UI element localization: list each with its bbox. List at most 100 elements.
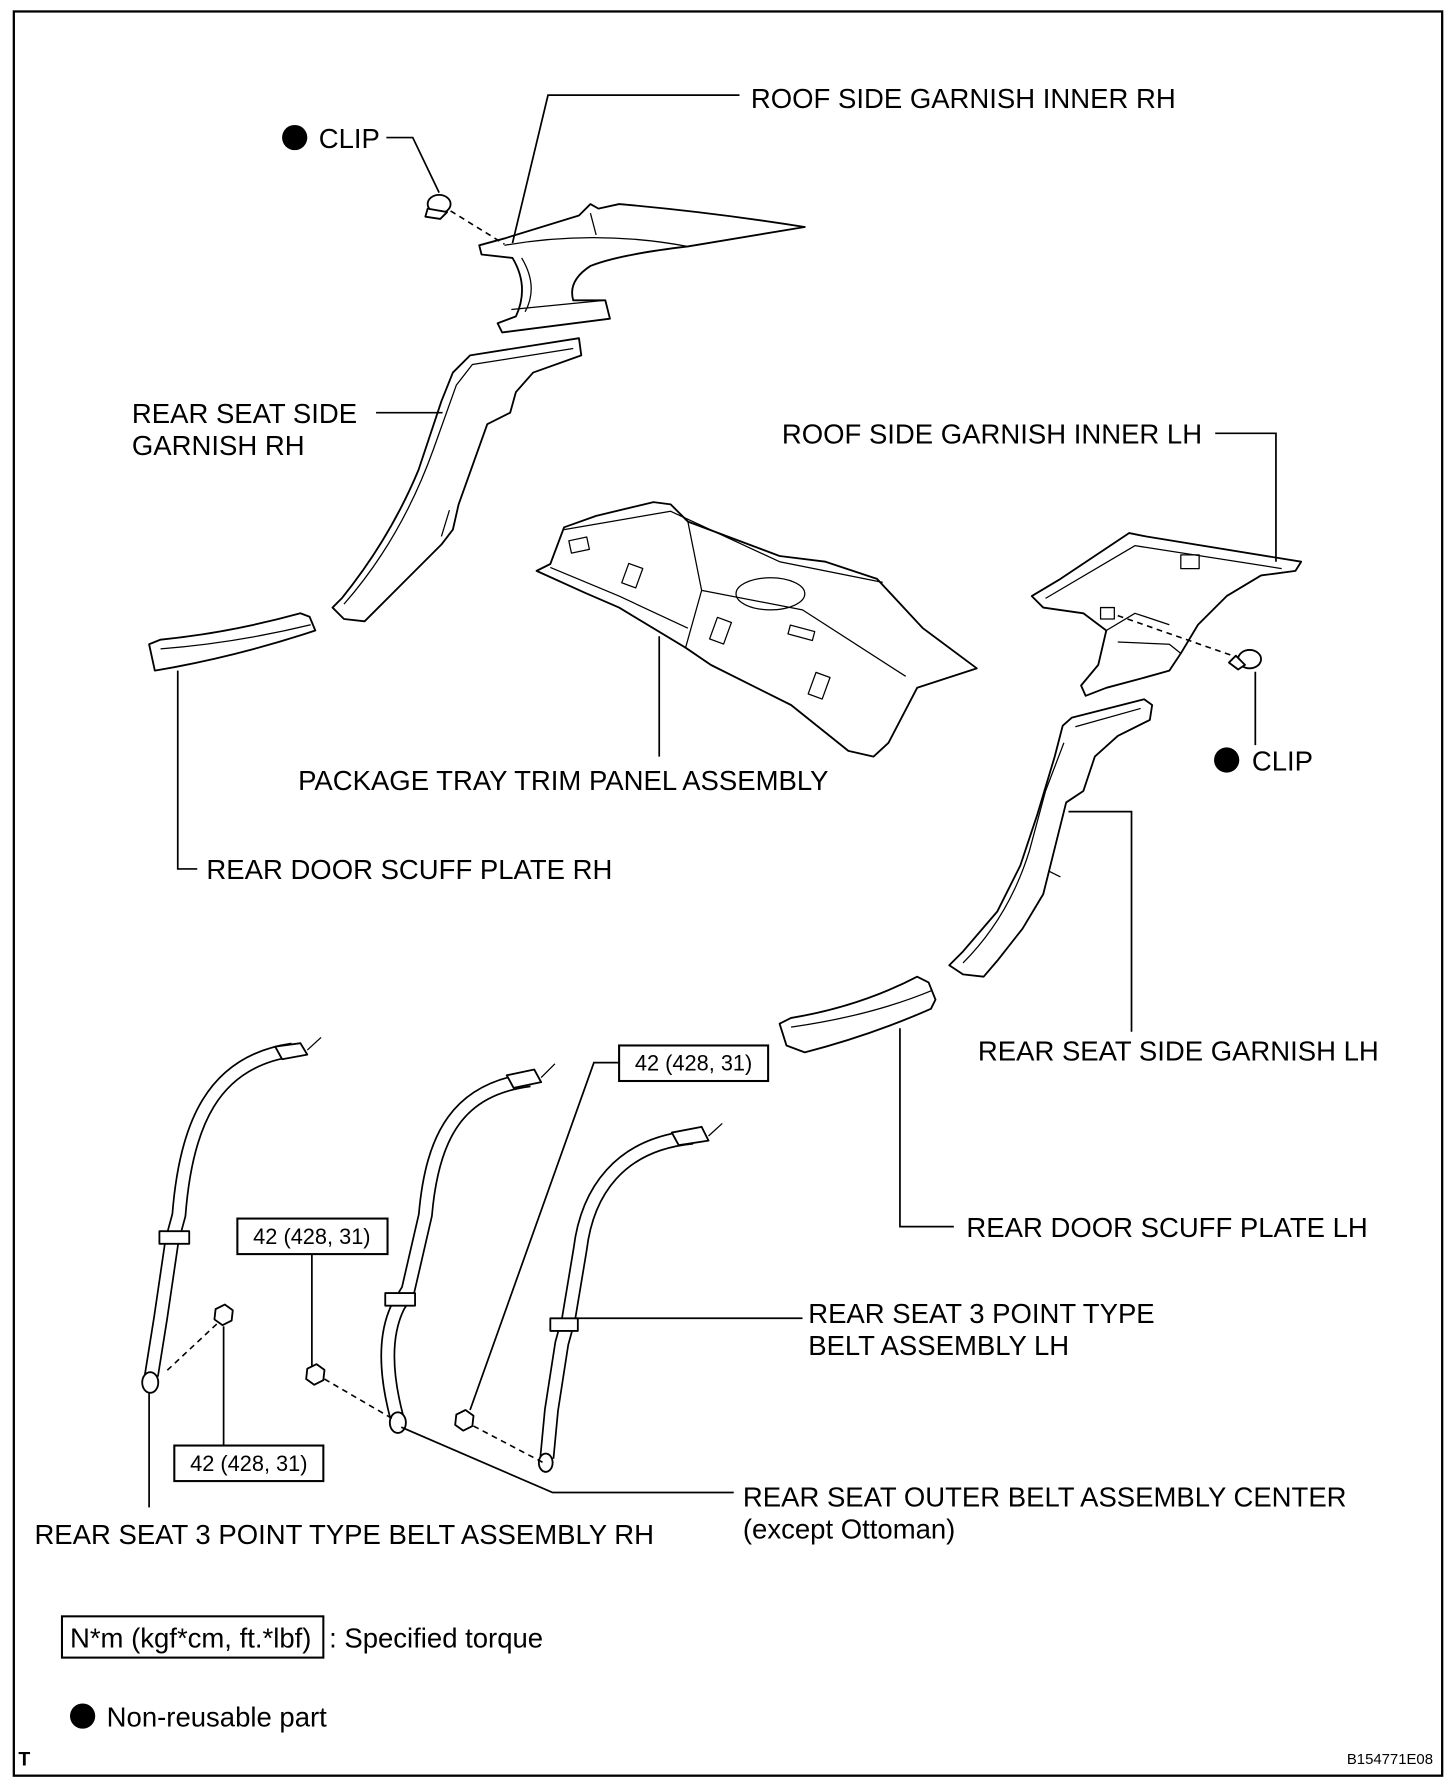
leader-side-garnish-lh — [1068, 810, 1133, 1032]
rear-seat-3-point-belt-rh — [141, 1036, 322, 1394]
label-clip-upper: CLIP — [319, 123, 380, 154]
torque-box-lh-belt — [618, 1044, 770, 1083]
non-reusable-dot-clip-upper — [282, 124, 308, 151]
label-scuff-plate-rh: REAR DOOR SCUFF PLATE RH — [206, 854, 612, 885]
package-tray-vent-hole — [621, 562, 644, 589]
clip-upper-shaft — [424, 207, 449, 220]
clip-right-shaft — [1228, 654, 1246, 671]
package-tray-trim-panel — [535, 501, 978, 758]
rh-belt-guide — [158, 1230, 191, 1245]
rear-seat-side-garnish-rh — [331, 337, 583, 623]
clip-upper — [424, 193, 452, 220]
center-belt-anchor-stud — [540, 1063, 556, 1079]
center-belt-bolt-head — [305, 1363, 326, 1386]
rear-seat-side-garnish-lh — [948, 698, 1154, 978]
rear-seat-side-garnish-lh-edge — [962, 707, 1141, 964]
center-belt-strap-fill — [382, 1074, 531, 1419]
label-belt-center-line1: REAR SEAT OUTER BELT ASSEMBLY CENTER — [743, 1481, 1347, 1512]
label-package-tray: PACKAGE TRAY TRIM PANEL ASSEMBLY — [298, 765, 828, 796]
roof-side-garnish-inner-lh — [1030, 532, 1303, 697]
lh-belt-bolt-head — [454, 1409, 475, 1432]
footer-corner-mark: T — [18, 1748, 30, 1770]
torque-box-rh-belt — [173, 1444, 325, 1483]
center-belt-guide — [384, 1292, 416, 1307]
diagram-frame — [12, 10, 1444, 1777]
torque-box-center-belt — [236, 1217, 389, 1256]
label-side-garnish-lh: REAR SEAT SIDE GARNISH LH — [978, 1035, 1379, 1066]
label-belt-center-line2: (except Ottoman) — [743, 1513, 955, 1544]
roof-side-garnish-inner-rh-body — [478, 203, 806, 334]
lh-belt-strap-fill — [541, 1131, 694, 1459]
rear-seat-side-garnish-rh-edge — [343, 347, 574, 605]
center-belt-bolt — [305, 1363, 326, 1386]
rh-belt-bolt-head — [213, 1303, 234, 1327]
package-tray-vent-hole — [568, 536, 591, 554]
legend-non-reusable-dot — [70, 1703, 96, 1729]
center-belt-upper-anchor — [505, 1068, 543, 1089]
rear-door-scuff-plate-lh-edge — [790, 989, 933, 1028]
lh-belt-bolt — [454, 1409, 475, 1432]
label-side-garnish-rh-line1: REAR SEAT SIDE — [132, 398, 357, 429]
legend-torque-desc: : Specified torque — [329, 1622, 543, 1653]
label-clip-right: CLIP — [1252, 745, 1313, 776]
rear-seat-3-point-belt-lh — [537, 1122, 723, 1473]
label-roof-garnish-lh: ROOF SIDE GARNISH INNER LH — [782, 419, 1202, 450]
dashed-clip-right — [1117, 614, 1237, 658]
lh-belt-guide — [549, 1317, 579, 1332]
legend-torque-unit: N*m (kgf*cm, ft.*lbf) — [70, 1622, 311, 1653]
rh-belt-lower-anchor — [141, 1371, 160, 1394]
clip-right — [1228, 649, 1262, 671]
roof-side-garnish-inner-rh-edge — [504, 213, 688, 313]
rear-door-scuff-plate-rh — [148, 612, 317, 672]
roof-side-garnish-inner-lh-body — [1030, 532, 1303, 697]
roof-side-garnish-inner-rh — [478, 203, 806, 334]
roof-side-garnish-inner-lh-hole — [1180, 554, 1200, 570]
legend-torque-box — [60, 1615, 325, 1659]
leader-scuff-plate-rh — [176, 670, 198, 870]
leader-roof-garnish-lh — [1215, 432, 1277, 562]
center-belt-lower-anchor — [388, 1411, 407, 1434]
torque-value-lh-belt: 42 (428, 31) — [635, 1051, 752, 1076]
torque-value-center-belt: 42 (428, 31) — [253, 1224, 370, 1249]
rh-belt-anchor-stud — [306, 1036, 322, 1051]
leader-clip-upper — [386, 136, 440, 193]
label-roof-garnish-rh: ROOF SIDE GARNISH INNER RH — [751, 83, 1176, 114]
rh-belt-bolt — [213, 1303, 234, 1327]
roof-side-garnish-inner-lh-edge — [1045, 545, 1282, 654]
package-tray-trim-panel-body — [535, 501, 978, 758]
footer-illustration-code: B154771E08 — [1347, 1752, 1433, 1768]
package-tray-speaker-boss — [735, 577, 806, 611]
label-side-garnish-rh-line2: GARNISH RH — [132, 430, 305, 461]
package-tray-vent-hole — [787, 624, 816, 642]
label-belt-lh-line2: BELT ASSEMBLY LH — [808, 1330, 1069, 1361]
rear-door-scuff-plate-rh-edge — [160, 624, 311, 650]
dashed-clip-upper — [450, 210, 505, 245]
dashed-center-belt-bolt — [324, 1378, 394, 1420]
lh-belt-anchor-stud — [708, 1122, 723, 1137]
center-belt-strap-outline — [380, 1072, 531, 1419]
rh-belt-upper-anchor — [274, 1042, 309, 1061]
leader-torque-lh-belt — [469, 1061, 620, 1411]
roof-side-garnish-inner-lh-hole — [1099, 606, 1115, 620]
non-reusable-dot-clip-right — [1214, 747, 1240, 773]
rear-seat-outer-belt-center — [380, 1063, 556, 1434]
package-tray-ridge — [550, 510, 907, 677]
rear-seat-side-garnish-rh-body — [331, 337, 583, 623]
dashed-rh-belt-bolt — [163, 1323, 218, 1374]
label-scuff-plate-lh: REAR DOOR SCUFF PLATE LH — [966, 1212, 1367, 1243]
package-tray-vent-hole — [708, 616, 733, 645]
leader-belt-center — [400, 1426, 734, 1494]
leader-roof-garnish-rh — [511, 94, 740, 244]
leader-scuff-plate-lh — [899, 1028, 954, 1228]
dashed-lh-belt-bolt — [473, 1425, 544, 1464]
rear-door-scuff-plate-rh-body — [148, 612, 317, 672]
rh-belt-strap-fill — [145, 1044, 294, 1377]
rear-door-scuff-plate-lh — [778, 975, 937, 1054]
package-tray-vent-hole — [807, 671, 831, 700]
lh-belt-upper-anchor — [670, 1125, 710, 1147]
torque-value-rh-belt: 42 (428, 31) — [190, 1451, 307, 1476]
legend-non-reusable-text: Non-reusable part — [107, 1701, 327, 1732]
rear-seat-side-garnish-lh-body — [948, 698, 1154, 978]
lh-belt-lower-anchor — [537, 1452, 554, 1473]
